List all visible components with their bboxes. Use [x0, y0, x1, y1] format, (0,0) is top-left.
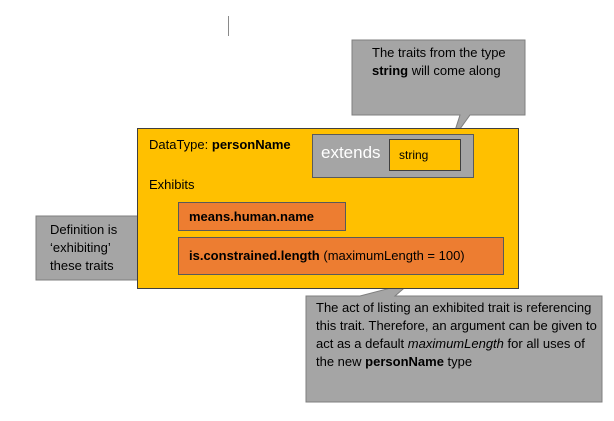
callout-top-text: The traits from the type string will com… — [364, 44, 514, 80]
trait2-name: is.constrained.length — [189, 248, 320, 263]
datatype-label-prefix: DataType: — [149, 137, 209, 152]
callout-bottom-line1: The act of listing an exhibited trait is… — [316, 300, 597, 351]
callout-bottom-text: The act of listing an exhibited trait is… — [316, 299, 600, 371]
exhibits-label: Exhibits — [149, 177, 195, 192]
trait2-args: (maximumLength = 100) — [323, 248, 465, 263]
callout-bottom-end: type — [447, 354, 473, 369]
callout-bottom-bold: personName — [365, 354, 444, 369]
extends-label: extends — [321, 143, 381, 162]
text-cursor — [228, 16, 229, 36]
callout-bottom-italic: maximumLength — [407, 336, 504, 351]
datatype-label: DataType: personName — [149, 137, 291, 152]
trait-is-constrained-length: is.constrained.length (maximumLength = 1… — [178, 237, 504, 275]
callout-top-bold: string — [372, 63, 409, 78]
callout-top-pre: The traits from the type — [372, 45, 506, 60]
extends-type-box: string — [389, 139, 461, 171]
trait-means-human-name: means.human.name — [178, 202, 346, 231]
callout-left-text: Definition is ‘exhibiting’ these traits — [50, 222, 118, 273]
callout-top-post: will come along — [411, 63, 501, 78]
callout-bottom-shape — [305, 282, 603, 403]
datatype-name: personName — [211, 137, 291, 152]
callout-top-shape — [351, 39, 526, 141]
callout-bottom-mid: for all uses of the new — [316, 336, 585, 369]
